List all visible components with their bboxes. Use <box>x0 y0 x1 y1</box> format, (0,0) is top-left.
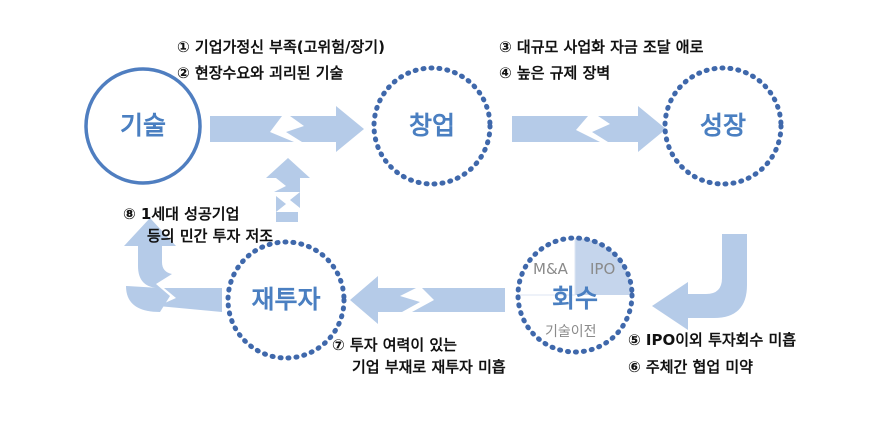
note-5: ⑤ IPO이외 투자회수 미흡 <box>628 331 797 349</box>
note-2: ② 현장수요와 괴리된 기술 <box>177 64 344 82</box>
note-3: ③ 대규모 사업화 자금 조달 애로 <box>499 38 704 56</box>
recovery-ipo-label: IPO <box>590 260 616 278</box>
recovery-ma-label: M&A <box>533 260 568 278</box>
stage-label-growth: 성장 <box>699 111 746 140</box>
recovery-tech-transfer-label: 기술이전 <box>545 324 597 340</box>
arrow-tech-to-startup <box>210 106 364 152</box>
note-1: ① 기업가정신 부족(고위험/장기) <box>177 38 385 56</box>
recovery-divider <box>518 238 576 296</box>
arrow-reinvest-to-tech <box>124 218 222 312</box>
arrow-startup-to-growth <box>512 106 666 152</box>
growth-circle <box>662 65 784 187</box>
note-7b: 기업 부재로 재투자 미흡 <box>352 358 506 376</box>
note-8a: ⑧ 1세대 성공기업 <box>123 205 240 223</box>
stage-label-tech: 기술 <box>119 111 166 140</box>
tech-circle <box>84 67 202 185</box>
stage-label-recovery: 회수 <box>551 284 598 313</box>
note-6: ⑥ 주체간 협업 미약 <box>628 358 753 376</box>
startup-circle <box>371 65 493 187</box>
recovery-circle <box>515 235 635 355</box>
note-7a: ⑦ 투자 여력이 있는 <box>332 336 457 354</box>
note-4: ④ 높은 규제 장벽 <box>499 64 611 82</box>
arrow-recovery-to-reinvest <box>350 276 505 324</box>
stage-label-startup: 창업 <box>408 111 455 140</box>
stage-label-reinvest: 재투자 <box>251 285 321 314</box>
recovery-ipo-wedge <box>575 238 632 295</box>
reinvest-circle <box>225 239 347 361</box>
arrow-reinvest-to-startup <box>266 158 310 222</box>
note-8b: 등의 민간 투자 저조 <box>147 227 274 245</box>
arrow-growth-to-recovery <box>652 234 747 330</box>
